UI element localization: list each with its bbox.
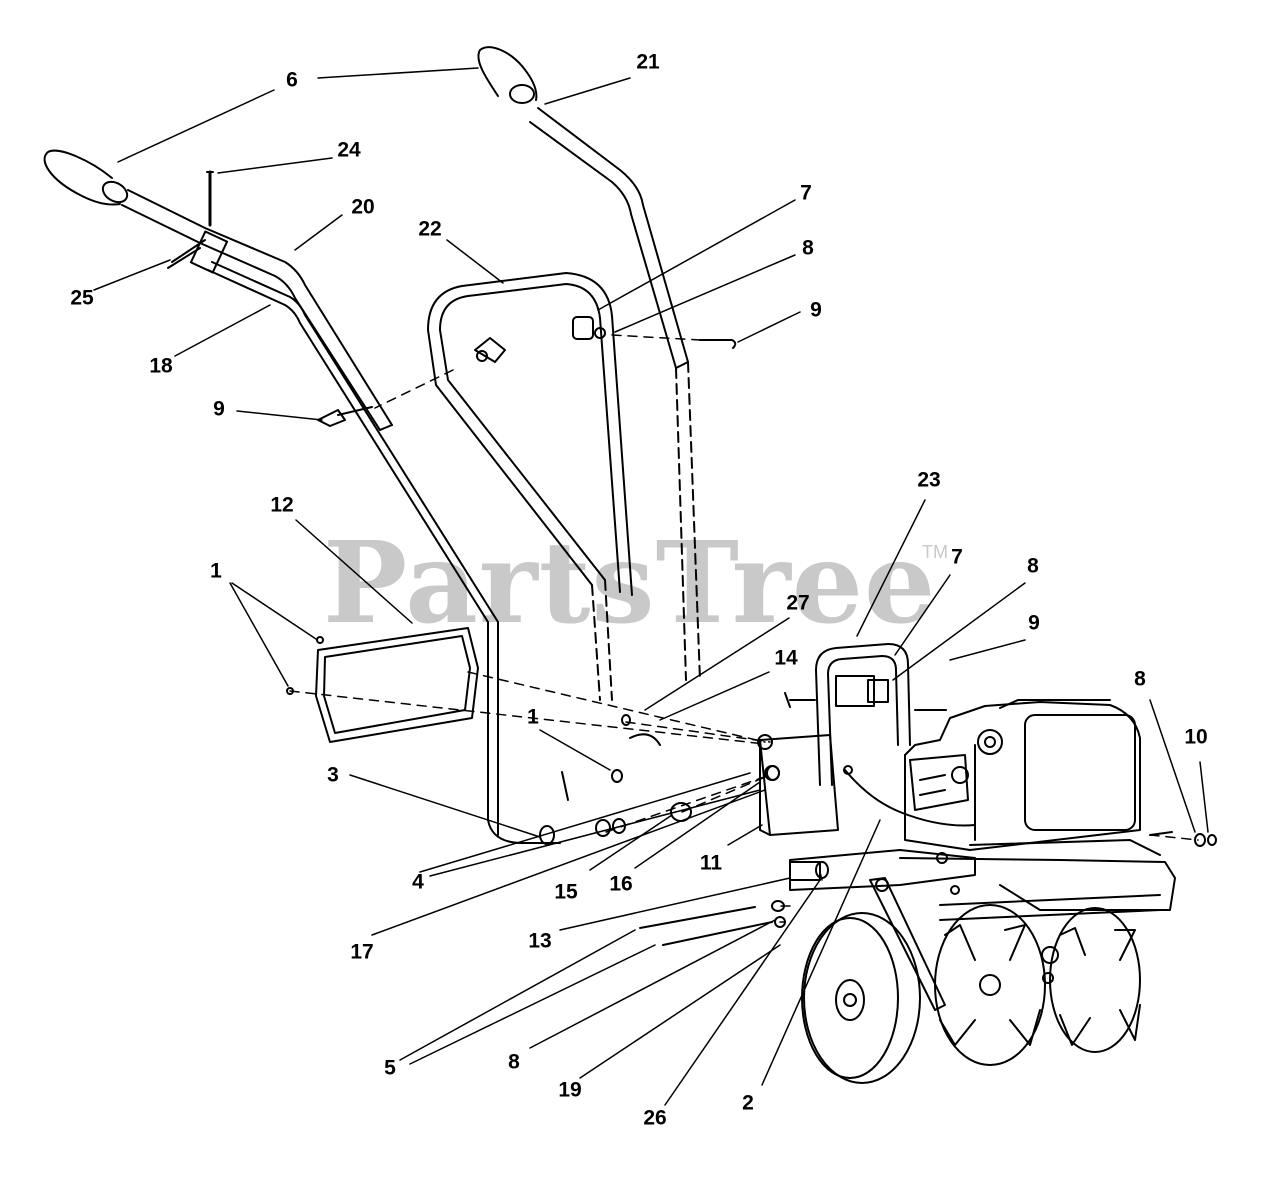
- control-lever: [167, 230, 229, 274]
- callout-8-upper: 8: [802, 236, 814, 260]
- control-rod-18: [207, 261, 561, 844]
- callout-8-right: 8: [1134, 667, 1146, 691]
- handle-bracket: [784, 675, 889, 708]
- callout-5: 5: [384, 1056, 396, 1080]
- callout-24: 24: [337, 138, 361, 162]
- depth-stake: [869, 877, 946, 1011]
- callout-19: 19: [558, 1078, 582, 1102]
- lower-handle-loop: [815, 643, 911, 786]
- frame-housing: [757, 734, 1176, 911]
- callout-18: 18: [149, 354, 173, 378]
- callout-7-upper: 7: [800, 181, 812, 205]
- callout-1-middle: 1: [527, 705, 539, 729]
- callout-17: 17: [350, 940, 374, 964]
- callout-11: 11: [699, 851, 723, 875]
- callout-13: 13: [528, 929, 552, 953]
- callout-26: 26: [643, 1106, 667, 1130]
- watermark-trademark: TM: [922, 542, 948, 562]
- callout-4: 4: [412, 870, 424, 894]
- shield-plate: [315, 627, 479, 743]
- leader-lines: [93, 67, 1209, 1106]
- callout-14: 14: [774, 646, 798, 670]
- callout-8-lower: 8: [1027, 554, 1039, 578]
- callout-15: 15: [554, 880, 578, 904]
- callout-25: 25: [70, 286, 94, 310]
- tines-left: [934, 904, 1046, 1066]
- right-handle-tube: [529, 107, 701, 681]
- hardware-spacers: [317, 339, 1217, 946]
- callout-6: 6: [286, 68, 298, 92]
- tine-shaft: [939, 894, 1161, 921]
- alignment-lines: [289, 334, 1199, 923]
- left-grip: [43, 149, 129, 206]
- callout-9-left: 9: [213, 397, 225, 421]
- knob-left: [474, 337, 506, 363]
- callout-16: 16: [609, 872, 633, 896]
- tines-right: [1041, 907, 1141, 1053]
- callout-9-lower: 9: [1028, 611, 1040, 635]
- left-handle-tube: [121, 189, 393, 431]
- callout-12: 12: [270, 493, 294, 517]
- callout-23: 23: [917, 468, 941, 492]
- wheel: [801, 912, 921, 1084]
- callout-7-lower: 7: [951, 545, 963, 569]
- callout-9-upper: 9: [810, 298, 822, 322]
- right-grip: [477, 46, 538, 104]
- callout-8-bottom: 8: [508, 1050, 520, 1074]
- upper-handle-loop: [427, 272, 633, 701]
- engine-block: [904, 699, 1141, 851]
- callout-10: 10: [1184, 725, 1208, 749]
- callout-27: 27: [786, 591, 810, 615]
- callout-1-left: 1: [210, 559, 222, 583]
- knob-right: [572, 316, 606, 340]
- callout-3: 3: [327, 763, 339, 787]
- callout-2: 2: [742, 1091, 754, 1115]
- callout-20: 20: [351, 195, 375, 219]
- screw-24: [206, 170, 214, 227]
- callout-21: 21: [636, 50, 660, 74]
- callout-22: 22: [418, 217, 442, 241]
